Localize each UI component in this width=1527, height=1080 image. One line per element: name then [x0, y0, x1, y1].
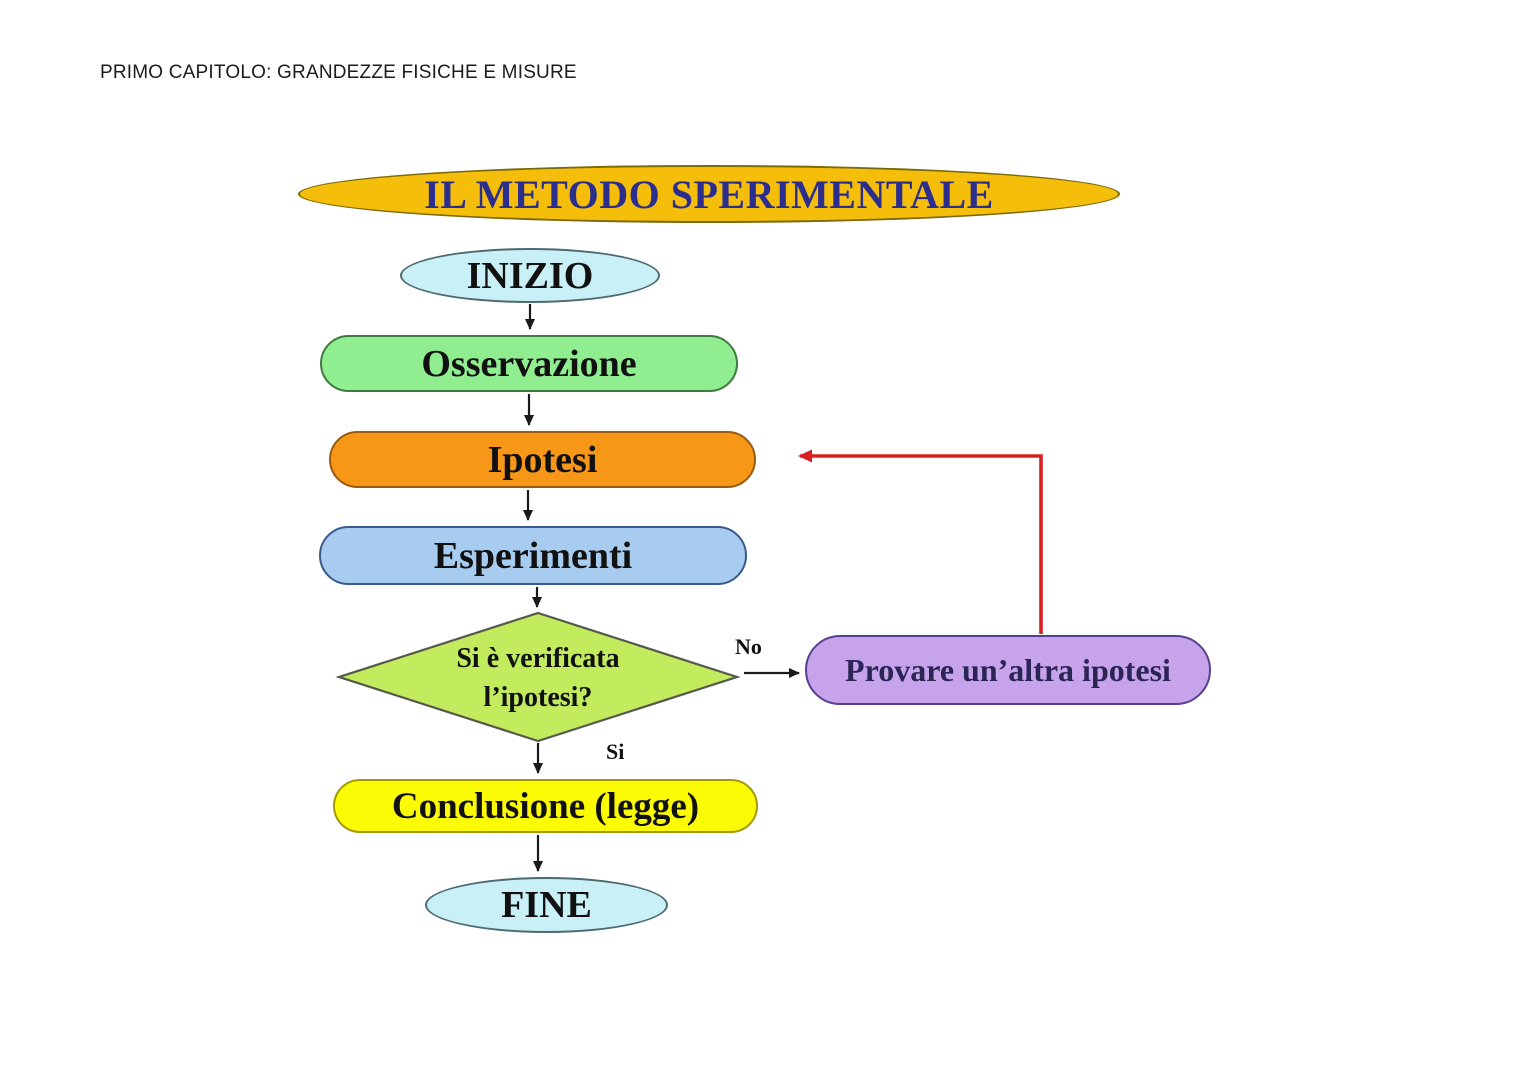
- node-esperimenti: Esperimenti: [319, 526, 747, 585]
- node-decisione-label: Si è verificata l’ipotesi?: [398, 634, 678, 722]
- edge-label-si: Si: [606, 739, 625, 764]
- node-ipotesi: Ipotesi: [329, 431, 756, 488]
- edge-label-no: No: [735, 634, 762, 659]
- chapter-heading: PRIMO CAPITOLO: GRANDEZZE FISICHE E MISU…: [100, 62, 577, 83]
- flowchart-title-node: IL METODO SPERIMENTALE: [298, 165, 1120, 223]
- decision-diamond: [335, 611, 741, 743]
- node-fine: FINE: [425, 877, 668, 933]
- decisione-line-2: l’ipotesi?: [483, 682, 593, 713]
- node-inizio: INIZIO: [400, 248, 660, 303]
- node-osservazione: Osservazione: [320, 335, 738, 392]
- node-conclusione: Conclusione (legge): [333, 779, 758, 833]
- decisione-line-1: Si è verificata: [456, 642, 620, 674]
- node-provare-altra-ipotesi: Provare un’altra ipotesi: [805, 635, 1211, 705]
- arrow-provare-back-to-ipotesi: [798, 449, 1043, 634]
